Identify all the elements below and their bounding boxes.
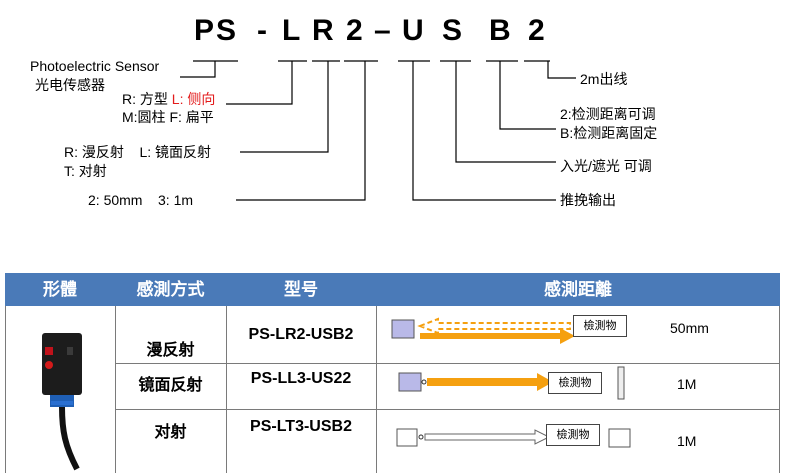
code-char-2b: 2 [528, 14, 545, 47]
distance-label: 2: 50mm 3: 1m [88, 192, 194, 208]
grid-line [115, 363, 780, 364]
grid-line [5, 306, 6, 473]
grid-line [376, 306, 377, 473]
row2-model: PS-LL3-US22 [250, 370, 352, 387]
direction-prefix: R: 方型 [122, 91, 168, 107]
grid-line [115, 306, 116, 473]
connector-lines [180, 60, 576, 201]
row3-model: PS-LT3-USB2 [250, 418, 352, 435]
row1-object: 檢測物 [573, 315, 627, 337]
adjust-line1: 2:检测距离可调 [560, 106, 656, 122]
row3-distance: 1M [677, 433, 697, 449]
direction-label: R: 方型 L: 侧向 [122, 90, 215, 108]
row1-model: PS-LR2-USB2 [248, 326, 354, 343]
row2-reflector [617, 366, 625, 400]
row2-distance: 1M [677, 376, 697, 392]
table-header: 形體 感測方式 型号 感測距離 [5, 273, 780, 306]
series-cn-label: 光电传感器 [35, 77, 105, 93]
header-model: 型号 [284, 280, 318, 299]
mode-line2: T: 对射 [64, 163, 107, 179]
series-en-label: Photoelectric Sensor [30, 58, 160, 74]
row1-method: 漫反射 [146, 342, 195, 359]
mode-line1: R: 漫反射 L: 镜面反射 [64, 144, 212, 160]
row3-object: 檢測物 [546, 424, 600, 446]
code-char-dash2: – [374, 14, 391, 47]
code-char-b: B [489, 14, 511, 47]
row2-object: 檢測物 [548, 372, 602, 394]
code-char-s2: S [442, 14, 463, 47]
spec-table: 形體 感測方式 型号 感測距離 漫反射 PS-LR2-USB2 檢測物 50mm… [5, 273, 780, 473]
row3-thru-beam-diagram [396, 428, 551, 447]
output-label: 推挽输出 [560, 192, 616, 208]
cable-label: 2m出线 [580, 71, 628, 87]
grid-line [779, 306, 780, 473]
direction-side: L: 侧向 [171, 91, 216, 107]
code-char-dash1: - [257, 14, 267, 47]
code-char-r: R [312, 14, 334, 47]
header-distance: 感測距離 [544, 280, 612, 299]
light-label: 入光/遮光 可调 [560, 158, 652, 174]
grid-line [226, 306, 227, 473]
header-method: 感測方式 [136, 280, 205, 299]
direction-line2: M:圆柱 F: 扁平 [122, 109, 214, 125]
row2-method: 镜面反射 [138, 377, 203, 394]
row1-diffuse-diagram [391, 317, 575, 344]
code-char-p: P [194, 14, 215, 47]
code-char-l: L [282, 14, 301, 47]
grid-line [115, 409, 780, 410]
code-char-u: U [402, 14, 424, 47]
sensor-product-image [42, 333, 82, 471]
adjust-line2: B:检测距离固定 [560, 125, 658, 141]
row2-mirror-diagram [398, 372, 553, 392]
row3-method: 对射 [154, 424, 187, 441]
code-char-s: S [216, 14, 237, 47]
header-shape: 形體 [43, 280, 77, 299]
row1-distance: 50mm [670, 320, 709, 336]
row3-receiver [608, 428, 631, 448]
code-char-2: 2 [346, 14, 363, 47]
